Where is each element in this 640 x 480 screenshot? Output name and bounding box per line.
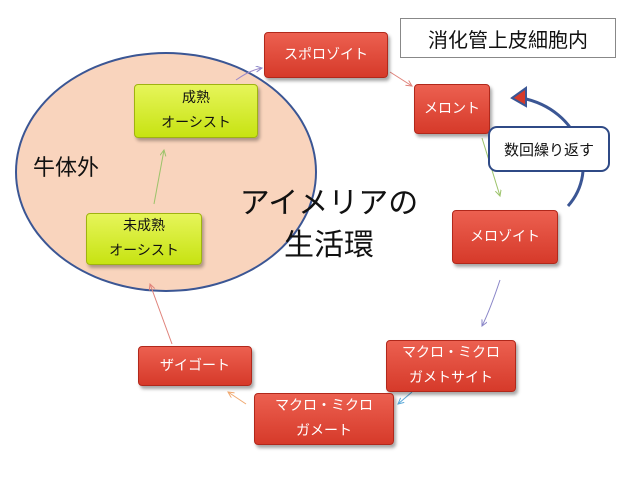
diagram-title: アイメリアの 生活環: [239, 186, 419, 263]
stage-immature-oocyst: 未成熟 オーシスト: [86, 213, 202, 265]
arrow-zygote-to-immature: [150, 284, 173, 345]
stage-gametocyte: マクロ・ミクロ ガメトサイト: [386, 340, 516, 392]
repeat-arrowhead: [510, 86, 527, 108]
arrow-mature-to-sporozoite: [235, 68, 262, 81]
arrow-gametocyte-to-gamete: [398, 391, 413, 404]
location-label-box: 消化管上皮細胞内: [400, 18, 616, 58]
stage-zygote: ザイゴート: [138, 346, 252, 386]
stage-sporozoite: スポロゾイト: [264, 32, 388, 78]
arrow-merozoite-to-gametocyte: [482, 279, 501, 326]
stage-meront: メロント: [414, 84, 490, 134]
stage-gamete: マクロ・ミクロ ガメート: [254, 393, 394, 445]
arrow-immature-to-mature: [153, 150, 164, 205]
outside-host-label: 牛体外: [33, 156, 100, 181]
arrow-gamete-to-zygote: [228, 392, 247, 405]
repeat-label-box: 数回繰り返す: [488, 126, 610, 172]
stage-mature-oocyst: 成熟 オーシスト: [134, 84, 258, 138]
arrow-sporozoite-to-meront: [389, 71, 412, 86]
stage-merozoite: メロゾイト: [452, 210, 558, 264]
